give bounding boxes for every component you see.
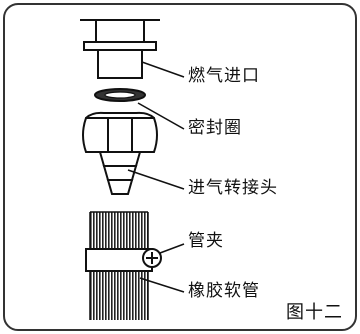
label-adapter: 进气转接头 (188, 178, 278, 198)
label-rubber-hose: 橡胶软管 (188, 281, 260, 301)
diagram-frame (3, 3, 357, 331)
leader-adapter (127, 169, 185, 190)
leader-seal-ring (137, 102, 185, 130)
leader-hose-clamp (159, 243, 185, 254)
adapter-barbed-nozzle (98, 151, 142, 195)
leader-rubber-hose (139, 277, 185, 293)
label-gas-inlet: 燃气进口 (188, 66, 260, 86)
seal-ring (94, 88, 146, 102)
figure-caption: 图十二 (286, 302, 343, 323)
gas-inlet-pipe (80, 19, 160, 79)
label-seal-ring: 密封圈 (188, 118, 242, 138)
adapter-hex-nut (82, 111, 158, 153)
leader-gas-inlet (141, 61, 185, 78)
hose-clamp (85, 248, 162, 272)
label-hose-clamp: 管夹 (188, 231, 224, 251)
leader-lines (127, 61, 185, 293)
